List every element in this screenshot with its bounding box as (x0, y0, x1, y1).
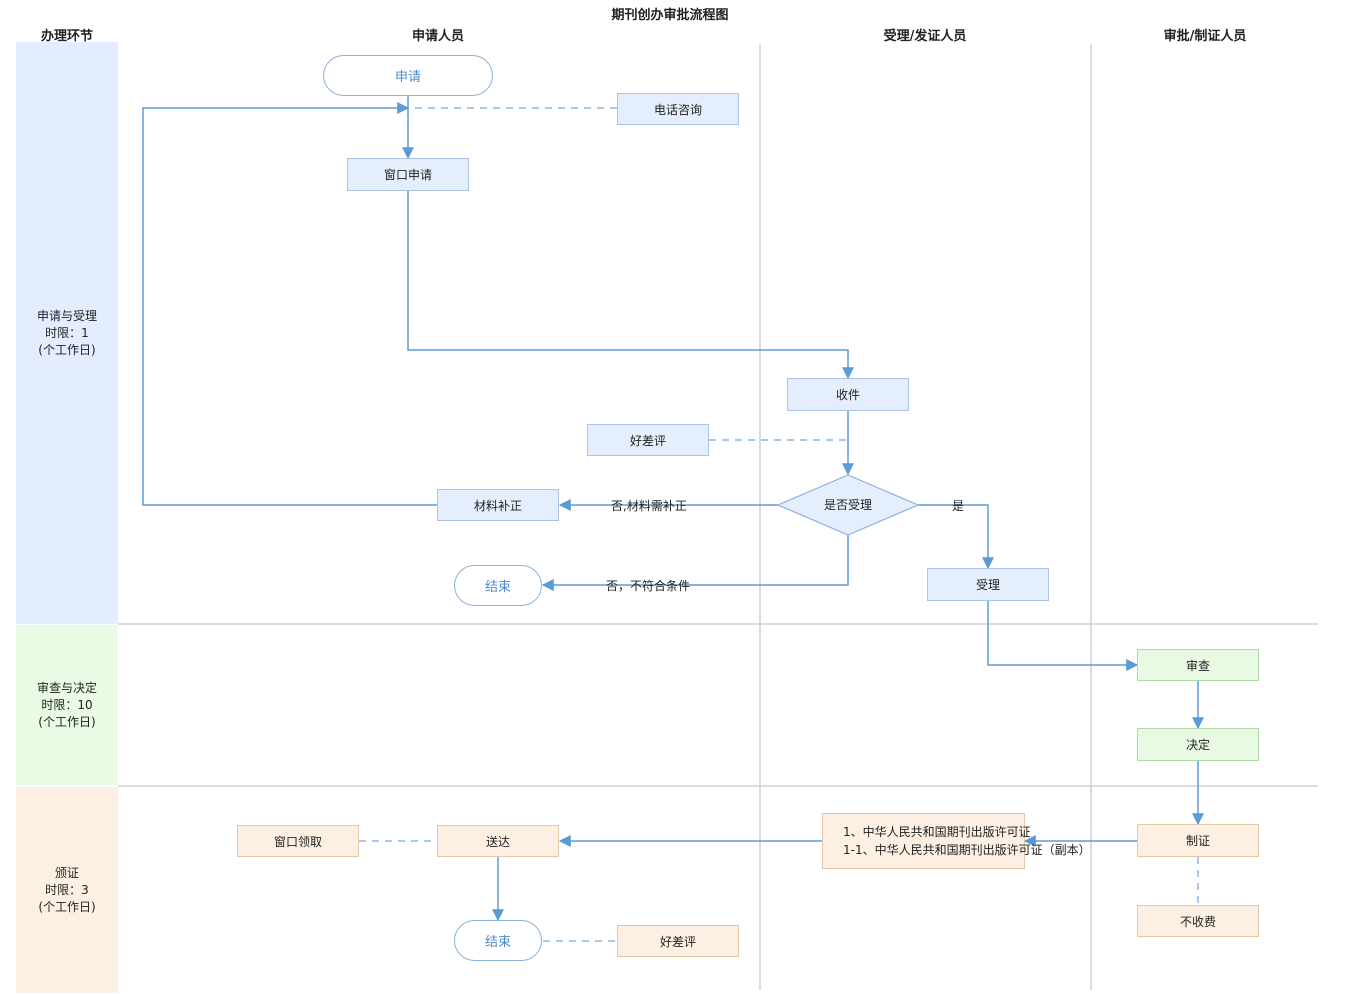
edge-window-to-receive (407, 191, 854, 380)
rating-box-2: 好差评 (617, 925, 739, 957)
edge-label-yes: 是 (952, 499, 965, 513)
window-pickup-box: 窗口领取 (237, 825, 359, 857)
start-apply-terminal: 申请 (323, 55, 493, 96)
deliver-box: 送达 (437, 825, 559, 857)
chart-title: 期刊创办审批流程图 (611, 8, 729, 23)
header-phase: 办理环节 (40, 29, 93, 44)
make-cert-box: 制证 (1137, 824, 1259, 857)
decision-label: 是否受理 (823, 497, 872, 512)
edge-accept-to-review (987, 601, 1139, 671)
certificate-line-1: 1、中华人民共和国期刊出版许可证 (843, 825, 1031, 839)
phase-band-1-bg (16, 42, 118, 624)
phase-label-review-decide: 审查与决定 时限：10 (个工作日) (36, 680, 97, 729)
phone-consult-box: 电话咨询 (617, 93, 739, 125)
certificate-list-box: 1、中华人民共和国期刊出版许可证 1-1、中华人民共和国期刊出版许可证（副本） (822, 813, 1091, 869)
edge-label-no-supplement: 否,材料需补正 (611, 499, 687, 513)
supplement-box: 材料补正 (437, 489, 559, 521)
receive-box: 收件 (787, 378, 909, 411)
phase-band-3-bg (16, 787, 118, 993)
certificate-line-2: 1-1、中华人民共和国期刊出版许可证（副本） (843, 843, 1091, 857)
header-approve: 审批/制证人员 (1163, 29, 1247, 44)
phase-label-certificate: 颁证 时限：3 (个工作日) (38, 865, 96, 914)
edge-label-no-unqualified: 否，不符合条件 (606, 579, 691, 593)
header-applicant: 申请人员 (411, 29, 464, 44)
end-terminal-2: 结束 (454, 920, 542, 961)
decision-diamond (776, 474, 920, 536)
end-terminal-1: 结束 (454, 565, 542, 606)
phase-label-apply-accept: 申请与受理 时限：1 (个工作日) (36, 308, 97, 357)
phase-band-2-bg (16, 625, 118, 785)
decide-box: 决定 (1137, 728, 1259, 761)
edge-decision-to-end (541, 535, 849, 591)
review-box: 审查 (1137, 649, 1259, 681)
edge-supplement-loop (142, 102, 437, 506)
rating-box-1: 好差评 (587, 424, 709, 456)
header-accept: 受理/发证人员 (883, 29, 967, 44)
no-fee-box: 不收费 (1137, 905, 1259, 937)
window-apply-box: 窗口申请 (347, 158, 469, 191)
edge-decision-to-accept (918, 504, 994, 570)
accept-box: 受理 (927, 568, 1049, 601)
